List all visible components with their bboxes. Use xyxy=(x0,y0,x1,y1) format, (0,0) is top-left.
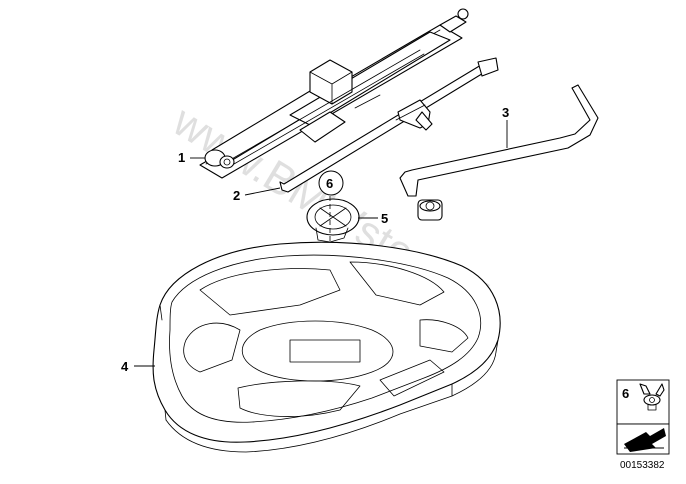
reference-number: 00153382 xyxy=(620,460,665,471)
foam-tray[interactable] xyxy=(152,241,501,453)
direction-arrow-icon xyxy=(616,423,670,455)
legend-box: 6 xyxy=(616,379,670,425)
callout-2[interactable]: 2 xyxy=(233,188,240,203)
jack-crank[interactable] xyxy=(279,57,499,193)
leader-2 xyxy=(244,187,281,196)
wing-nut-icon xyxy=(639,383,665,411)
callout-6[interactable]: 6 xyxy=(326,176,333,191)
legend-item-label: 6 xyxy=(622,386,629,401)
scissor-jack[interactable] xyxy=(199,8,469,179)
callout-5[interactable]: 5 xyxy=(381,211,388,226)
callout-4[interactable]: 4 xyxy=(121,359,129,374)
wheel-wrench[interactable] xyxy=(399,84,599,221)
callout-1[interactable]: 1 xyxy=(178,150,185,165)
callout-6-circle xyxy=(318,170,344,196)
cap-6[interactable] xyxy=(306,198,360,243)
callout-3[interactable]: 3 xyxy=(502,105,509,120)
